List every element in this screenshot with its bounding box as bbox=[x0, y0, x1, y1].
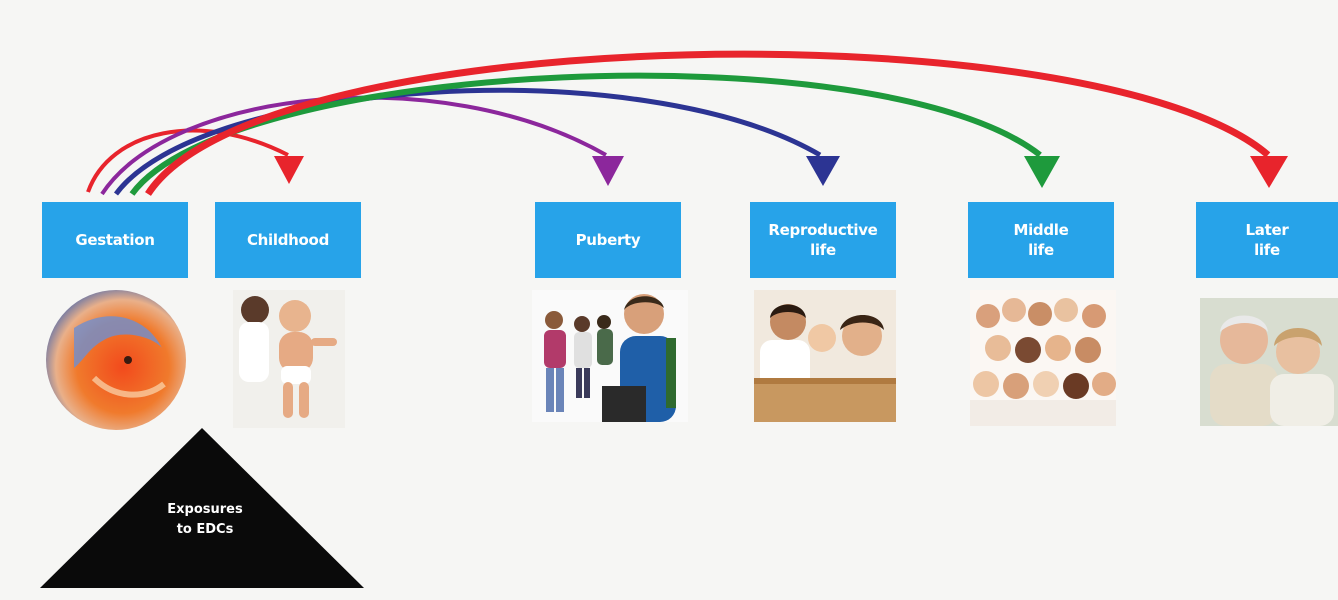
arrow-to-reproductive bbox=[113, 87, 822, 196]
stage-middle-life: Middle life bbox=[968, 202, 1114, 278]
exposure-pyramid bbox=[40, 428, 364, 588]
arrowhead-middle bbox=[1024, 156, 1060, 188]
later-life-photo bbox=[1200, 298, 1338, 426]
childhood-photo bbox=[233, 290, 345, 428]
middle-life-photo bbox=[970, 290, 1116, 426]
stage-later-life: Later life bbox=[1196, 202, 1338, 278]
arrow-to-later bbox=[145, 50, 1271, 196]
puberty-photo bbox=[532, 290, 688, 422]
exposure-label: Exposures to EDCs bbox=[167, 502, 243, 537]
arrowhead-childhood bbox=[274, 156, 304, 184]
arrow-to-childhood bbox=[86, 128, 289, 193]
stage-puberty: Puberty bbox=[535, 202, 681, 278]
stage-childhood: Childhood bbox=[215, 202, 361, 278]
gestation-embryo-image bbox=[44, 288, 188, 432]
stage-gestation: Gestation bbox=[42, 202, 188, 278]
arrowhead-reproductive bbox=[806, 156, 840, 186]
arrowhead-puberty bbox=[592, 156, 624, 186]
arrowhead-later bbox=[1250, 156, 1288, 188]
reproductive-life-photo bbox=[754, 290, 896, 422]
stage-reproductive-life: Reproductive life bbox=[750, 202, 896, 278]
